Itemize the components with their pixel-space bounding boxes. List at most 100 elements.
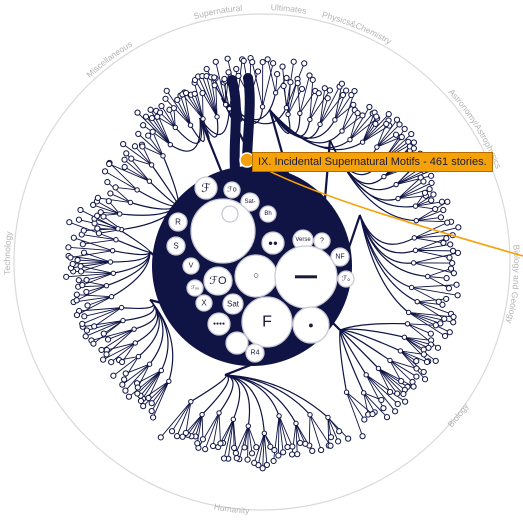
leaf-node[interactable]	[279, 63, 286, 70]
branch-node[interactable]	[381, 173, 387, 180]
motif-bubble[interactable]: F	[241, 296, 293, 348]
leaf-node[interactable]	[408, 130, 415, 138]
branch-node[interactable]	[214, 114, 220, 120]
leaf-node[interactable]	[149, 128, 156, 135]
leaf-node[interactable]	[79, 320, 86, 327]
leaf-node[interactable]	[401, 125, 408, 133]
leaf-node[interactable]	[120, 141, 127, 148]
branch-node[interactable]	[199, 411, 205, 418]
leaf-node[interactable]	[83, 276, 90, 284]
leaf-node[interactable]	[447, 241, 454, 248]
leaf-node[interactable]	[398, 378, 405, 385]
leaf-node[interactable]	[104, 178, 111, 186]
leaf-node[interactable]	[139, 143, 146, 150]
leaf-node[interactable]	[66, 219, 73, 226]
leaf-node[interactable]	[309, 76, 316, 83]
leaf-node[interactable]	[443, 295, 450, 303]
leaf-node[interactable]	[217, 440, 224, 447]
leaf-node[interactable]	[324, 95, 331, 102]
leaf-node[interactable]	[450, 313, 457, 321]
leaf-node[interactable]	[145, 132, 152, 139]
leaf-node[interactable]	[73, 297, 80, 304]
leaf-node[interactable]	[194, 440, 201, 447]
branch-node[interactable]	[410, 260, 417, 266]
leaf-node[interactable]	[432, 357, 439, 365]
leaf-node[interactable]	[449, 260, 456, 267]
leaf-node[interactable]	[453, 281, 460, 288]
leaf-node[interactable]	[267, 443, 274, 450]
branch-node[interactable]	[188, 398, 194, 405]
leaf-node[interactable]	[134, 109, 141, 116]
leaf-node[interactable]	[121, 163, 128, 171]
leaf-node[interactable]	[233, 454, 240, 462]
leaf-node[interactable]	[77, 263, 84, 270]
leaf-node[interactable]	[73, 311, 81, 319]
leaf-node[interactable]	[110, 372, 117, 379]
leaf-node[interactable]	[428, 179, 435, 187]
leaf-node[interactable]	[75, 277, 82, 284]
leaf-node[interactable]	[170, 105, 177, 112]
leaf-node[interactable]	[394, 390, 401, 397]
branch-node[interactable]	[293, 420, 299, 427]
leaf-node[interactable]	[438, 198, 446, 205]
leaf-node[interactable]	[263, 461, 270, 469]
leaf-node[interactable]	[439, 301, 446, 308]
motif-bubble[interactable]: ℱo	[223, 181, 241, 199]
branch-node[interactable]	[285, 111, 291, 117]
branch-node[interactable]	[222, 101, 229, 108]
motif-bubble[interactable]: ℱO	[203, 266, 233, 296]
leaf-node[interactable]	[224, 55, 231, 62]
leaf-node[interactable]	[446, 329, 453, 336]
leaf-node[interactable]	[73, 291, 80, 298]
leaf-node[interactable]	[432, 322, 439, 329]
leaf-node[interactable]	[298, 85, 306, 93]
leaf-node[interactable]	[145, 394, 152, 402]
branch-node[interactable]	[103, 282, 110, 289]
leaf-node[interactable]	[410, 383, 417, 390]
leaf-node[interactable]	[157, 434, 164, 441]
leaf-node[interactable]	[423, 358, 431, 366]
leaf-node[interactable]	[191, 90, 198, 97]
leaf-node[interactable]	[317, 446, 325, 454]
leaf-node[interactable]	[359, 433, 366, 440]
leaf-node[interactable]	[402, 398, 409, 405]
leaf-node[interactable]	[80, 227, 87, 234]
branch-node[interactable]	[276, 413, 282, 419]
leaf-node[interactable]	[122, 370, 129, 377]
leaf-node[interactable]	[121, 156, 128, 163]
motif-bubble[interactable]: Sat-	[240, 192, 260, 212]
branch-node[interactable]	[317, 121, 323, 128]
leaf-node[interactable]	[123, 150, 130, 157]
motif-bubble[interactable]: NF	[330, 247, 350, 267]
leaf-node[interactable]	[302, 440, 309, 447]
branch-node[interactable]	[200, 116, 206, 122]
leaf-node[interactable]	[101, 168, 109, 175]
motif-bubble[interactable]: ○	[234, 254, 278, 298]
branch-node[interactable]	[297, 110, 303, 117]
leaf-node[interactable]	[235, 72, 242, 79]
leaf-node[interactable]	[430, 191, 437, 198]
leaf-node[interactable]	[259, 59, 266, 66]
leaf-node[interactable]	[168, 428, 176, 435]
branch-node[interactable]	[113, 237, 119, 243]
branch-node[interactable]	[146, 178, 153, 184]
leaf-node[interactable]	[440, 239, 447, 247]
leaf-node[interactable]	[264, 56, 271, 63]
branch-node[interactable]	[343, 389, 350, 395]
branch-node[interactable]	[134, 187, 140, 193]
leaf-node[interactable]	[449, 247, 457, 254]
leaf-node[interactable]	[79, 282, 86, 289]
branch-node[interactable]	[404, 321, 411, 327]
leaf-node[interactable]	[413, 373, 420, 380]
leaf-node[interactable]	[253, 444, 260, 451]
leaf-node[interactable]	[211, 74, 218, 81]
branch-node[interactable]	[115, 226, 121, 232]
branch-node[interactable]	[283, 105, 290, 111]
motif-bubble[interactable]: R4	[245, 343, 265, 363]
leaf-node[interactable]	[128, 155, 135, 162]
branch-node[interactable]	[393, 181, 399, 188]
leaf-node[interactable]	[327, 442, 334, 449]
leaf-node[interactable]	[119, 381, 126, 388]
leaf-node[interactable]	[454, 292, 461, 299]
leaf-node[interactable]	[199, 90, 206, 97]
